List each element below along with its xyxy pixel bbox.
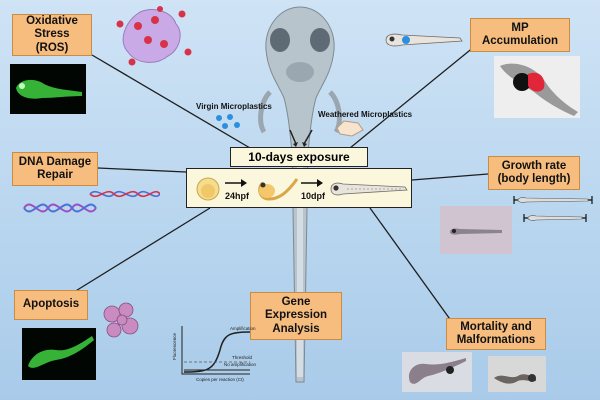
arrow-icon [225, 179, 247, 187]
apoptosis-box: Apoptosis [14, 290, 88, 320]
qpcr-threshold-label: Threshold [232, 355, 253, 360]
mp-larva-illustration [385, 33, 463, 47]
weathered-particle-icon [336, 120, 364, 137]
gene-expression-box: Gene Expression Analysis [250, 292, 342, 340]
line-mp [349, 41, 481, 149]
qpcr-curve-illustration [181, 326, 251, 375]
malformation-photo-1 [402, 352, 472, 392]
ros-fluorescence-photo [10, 64, 86, 114]
line-apoptosis [73, 207, 211, 293]
growth-rate-photo [440, 206, 512, 254]
line-oxidative [91, 54, 251, 149]
qpcr-xlabel: Copies per reaction (Ct) [196, 377, 244, 382]
virgin-particles-icon [216, 114, 240, 129]
oxidative-stress-box: Oxidative Stress (ROS) [12, 14, 92, 56]
qpcr-no-amplification-label: No amplification [224, 362, 257, 367]
growth-rate-box: Growth rate (body length) [488, 156, 580, 190]
line-mortality [369, 207, 453, 323]
apoptotic-cell-illustration [103, 302, 139, 338]
apoptosis-fluorescence-photo [22, 328, 96, 380]
hatchling-icon [258, 178, 299, 201]
malformation-photo-2 [488, 356, 546, 392]
line-dna [97, 167, 187, 173]
mp-accumulation-photo [494, 56, 580, 118]
exposure-panel: 24hpf 10dpf [186, 168, 412, 208]
weathered-microplastics-label: Weathered Microplastics [318, 110, 413, 119]
dna-damage-box: DNA Damage Repair [12, 152, 98, 186]
exposure-title: 10-days exposure [230, 147, 368, 167]
stage-24hpf: 24hpf [225, 191, 250, 201]
line-growth [411, 173, 489, 181]
embryo-icon [196, 177, 220, 201]
arrows-icon [289, 129, 313, 147]
body-length-measurement [513, 196, 593, 222]
virgin-microplastics-label: Virgin Microplastics [196, 102, 272, 111]
mortality-box: Mortality and Malformations [446, 318, 546, 350]
qpcr-amplification-label: Amplification [230, 326, 256, 331]
stage-10dpf: 10dpf [301, 191, 326, 201]
arrow-icon-2 [301, 179, 323, 187]
mp-accumulation-box: MP Accumulation [470, 18, 570, 52]
qpcr-ylabel: Fluorescence [172, 332, 177, 360]
dna-helix-illustration [23, 190, 160, 213]
larva-icon [330, 182, 408, 196]
ros-cell-illustration [116, 6, 192, 66]
